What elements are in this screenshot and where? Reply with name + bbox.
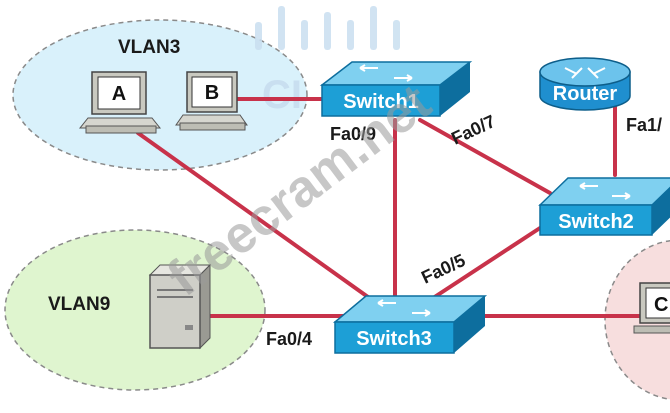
- port-fa0-4-label: Fa0/4: [266, 329, 312, 349]
- server: [148, 263, 212, 350]
- host-b: B: [175, 71, 248, 131]
- port-fa0-7-label: Fa0/7: [448, 111, 498, 149]
- host-b-label: B: [205, 82, 219, 104]
- host-a: A: [78, 71, 162, 134]
- link-switch1-switch2: [418, 118, 552, 195]
- switch2: Switch2: [538, 177, 670, 236]
- switch2-label: Switch2: [558, 211, 634, 233]
- host-c-label: C: [654, 294, 668, 316]
- vlan9-label: VLAN9: [48, 294, 110, 315]
- switch1-label: Switch1: [343, 91, 419, 113]
- router: Router: [539, 57, 631, 111]
- host-a-label: A: [112, 83, 126, 105]
- host-c: C: [633, 282, 670, 334]
- vlan3-label: VLAN3: [118, 37, 180, 58]
- port-fa1-label: Fa1/: [626, 115, 662, 135]
- switch3: Switch3: [332, 295, 488, 354]
- router-label: Router: [553, 83, 618, 105]
- cisco-logo-watermark: [255, 6, 400, 50]
- switch3-label: Switch3: [356, 328, 432, 350]
- port-fa0-9-label: Fa0/9: [330, 124, 376, 144]
- watermark-logo-text: CI: [262, 73, 302, 117]
- link-switch2-switch3: [428, 226, 542, 302]
- link-a-switch3: [136, 131, 377, 304]
- right-vlan-zone: [604, 239, 670, 401]
- links: [136, 97, 642, 318]
- switch1: Switch1: [319, 61, 473, 117]
